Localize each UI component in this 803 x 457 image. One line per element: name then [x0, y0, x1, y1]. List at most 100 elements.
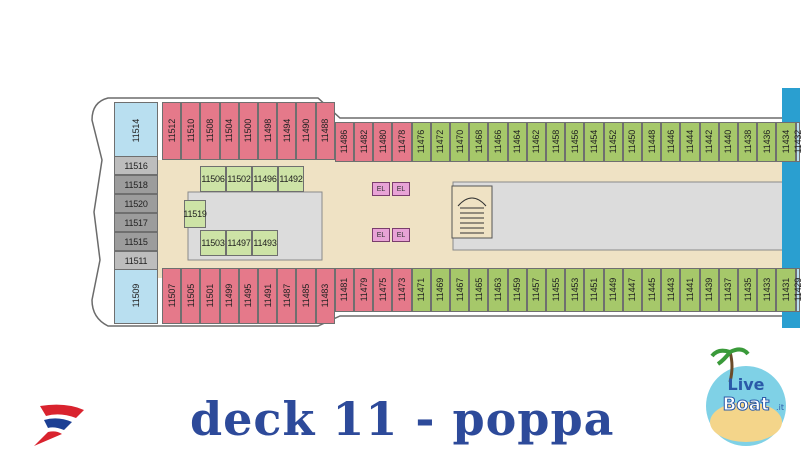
cabin: 11498: [258, 102, 278, 160]
cabin: 11467: [450, 268, 470, 312]
cabin-number: 11464: [512, 130, 523, 154]
cabin: 11466: [488, 122, 508, 162]
cabin-number: 11439: [704, 278, 715, 302]
cabin: 11434: [776, 122, 796, 162]
cabin: 11439: [699, 268, 719, 312]
cabin-number: 11450: [627, 130, 638, 154]
cabin: 11504: [219, 102, 239, 160]
cabin-number: 11479: [358, 278, 369, 302]
cabin-number: 11510: [185, 119, 196, 143]
cabin-number: 11462: [531, 130, 542, 154]
cabin-number: 11453: [569, 278, 580, 302]
cabin-number: 11517: [124, 217, 148, 228]
cabin-number: 11448: [646, 130, 657, 154]
cabin: 11476: [411, 122, 431, 162]
cabin-number: 11465: [473, 278, 484, 302]
cabin-number: 11467: [454, 278, 465, 302]
cabin-number: 11495: [243, 284, 254, 308]
cabin: 11479: [354, 268, 374, 312]
svg-text:Boat: Boat: [723, 394, 770, 415]
cabin: 11482: [354, 122, 374, 162]
cabin-number: 11491: [262, 284, 273, 308]
cabin-number: 11499: [224, 284, 235, 308]
deck-title: deck 11 - poppa: [190, 392, 615, 446]
cabin-number: 11440: [723, 130, 734, 154]
cabin-number: 11500: [243, 119, 254, 143]
cabin: 11506: [200, 166, 226, 192]
cabin: 11507: [162, 268, 182, 324]
cabin: 11487: [277, 268, 297, 324]
cabin: 11459: [507, 268, 527, 312]
cabin: 11491: [258, 268, 278, 324]
elevator: EL: [392, 182, 410, 196]
cabin-number: 11494: [281, 119, 292, 143]
cabin: 11436: [757, 122, 777, 162]
cabin-number: 11469: [435, 278, 446, 302]
cabin: 11454: [584, 122, 604, 162]
cabin-number: 11480: [377, 130, 388, 154]
cabin-number: 11429: [792, 278, 803, 302]
cabin: 11503: [200, 230, 226, 256]
cabin-number: 11497: [227, 238, 251, 248]
cabin: 11444: [680, 122, 700, 162]
svg-text:.it: .it: [776, 403, 784, 412]
cabin: 11516: [114, 156, 158, 175]
cabin: 11497: [226, 230, 252, 256]
cabin-number: 11437: [723, 278, 734, 302]
cabin-number: 11516: [124, 160, 148, 171]
cabin: 11517: [114, 213, 158, 232]
cabin: 11492: [278, 166, 304, 192]
cabin-number: 11519: [183, 209, 207, 219]
cabin-number: 11478: [396, 130, 407, 154]
cabin: 11518: [114, 175, 158, 194]
cabin: 11463: [488, 268, 508, 312]
cabin: 11496: [252, 166, 278, 192]
cabin: 11473: [392, 268, 412, 312]
cabin-number: 11504: [224, 119, 235, 143]
cabin: 11455: [546, 268, 566, 312]
cabin-number: 11463: [492, 278, 503, 302]
cabin-number: 11475: [377, 278, 388, 302]
cabin: 11511: [114, 251, 158, 270]
cabin: 11470: [450, 122, 470, 162]
cabin-number: 11436: [761, 130, 772, 154]
cabin-number: 11503: [201, 238, 225, 248]
cabin: 11510: [181, 102, 201, 160]
cabin-number: 11438: [742, 130, 753, 154]
cabin-number: 11492: [279, 174, 303, 184]
cabin: 11452: [603, 122, 623, 162]
cabin: 11442: [699, 122, 719, 162]
cabin-number: 11493: [253, 238, 277, 248]
cabin-number: 11486: [339, 130, 350, 154]
cabin-number: 11506: [201, 174, 225, 184]
cabin: 11512: [162, 102, 182, 160]
cabin: 11469: [430, 268, 450, 312]
cabin: 11437: [718, 268, 738, 312]
cabin-number: 11515: [124, 236, 148, 247]
cabin: 11499: [219, 268, 239, 324]
cabin-number: 11433: [761, 278, 772, 302]
cabin: 11462: [526, 122, 546, 162]
cabin: 11485: [296, 268, 316, 324]
cabin-number: 11502: [227, 174, 251, 184]
cabin: 11464: [507, 122, 527, 162]
cabin-number: 11451: [588, 278, 599, 302]
cabin-number: 11511: [124, 255, 148, 266]
cabin-number: 11518: [124, 179, 148, 190]
cabin: 11494: [277, 102, 297, 160]
cabin-number: 11481: [339, 278, 350, 302]
cabin: 11447: [622, 268, 642, 312]
cabin-number: 11435: [742, 278, 753, 302]
cabin-number: 11456: [569, 130, 580, 154]
cabin-number: 11431: [780, 278, 791, 302]
cabin-number: 11445: [646, 278, 657, 302]
cabin-number: 11455: [550, 278, 561, 302]
cabin: 11480: [373, 122, 393, 162]
liveboat-watermark-logo: Live Boat .it: [706, 347, 786, 446]
cabin-number: 11459: [512, 278, 523, 302]
cabin-number: 11452: [608, 130, 619, 154]
carnival-funnel-logo: [34, 404, 84, 446]
cabin: 11457: [526, 268, 546, 312]
cabin-number: 11449: [608, 278, 619, 302]
cabin: 11440: [718, 122, 738, 162]
